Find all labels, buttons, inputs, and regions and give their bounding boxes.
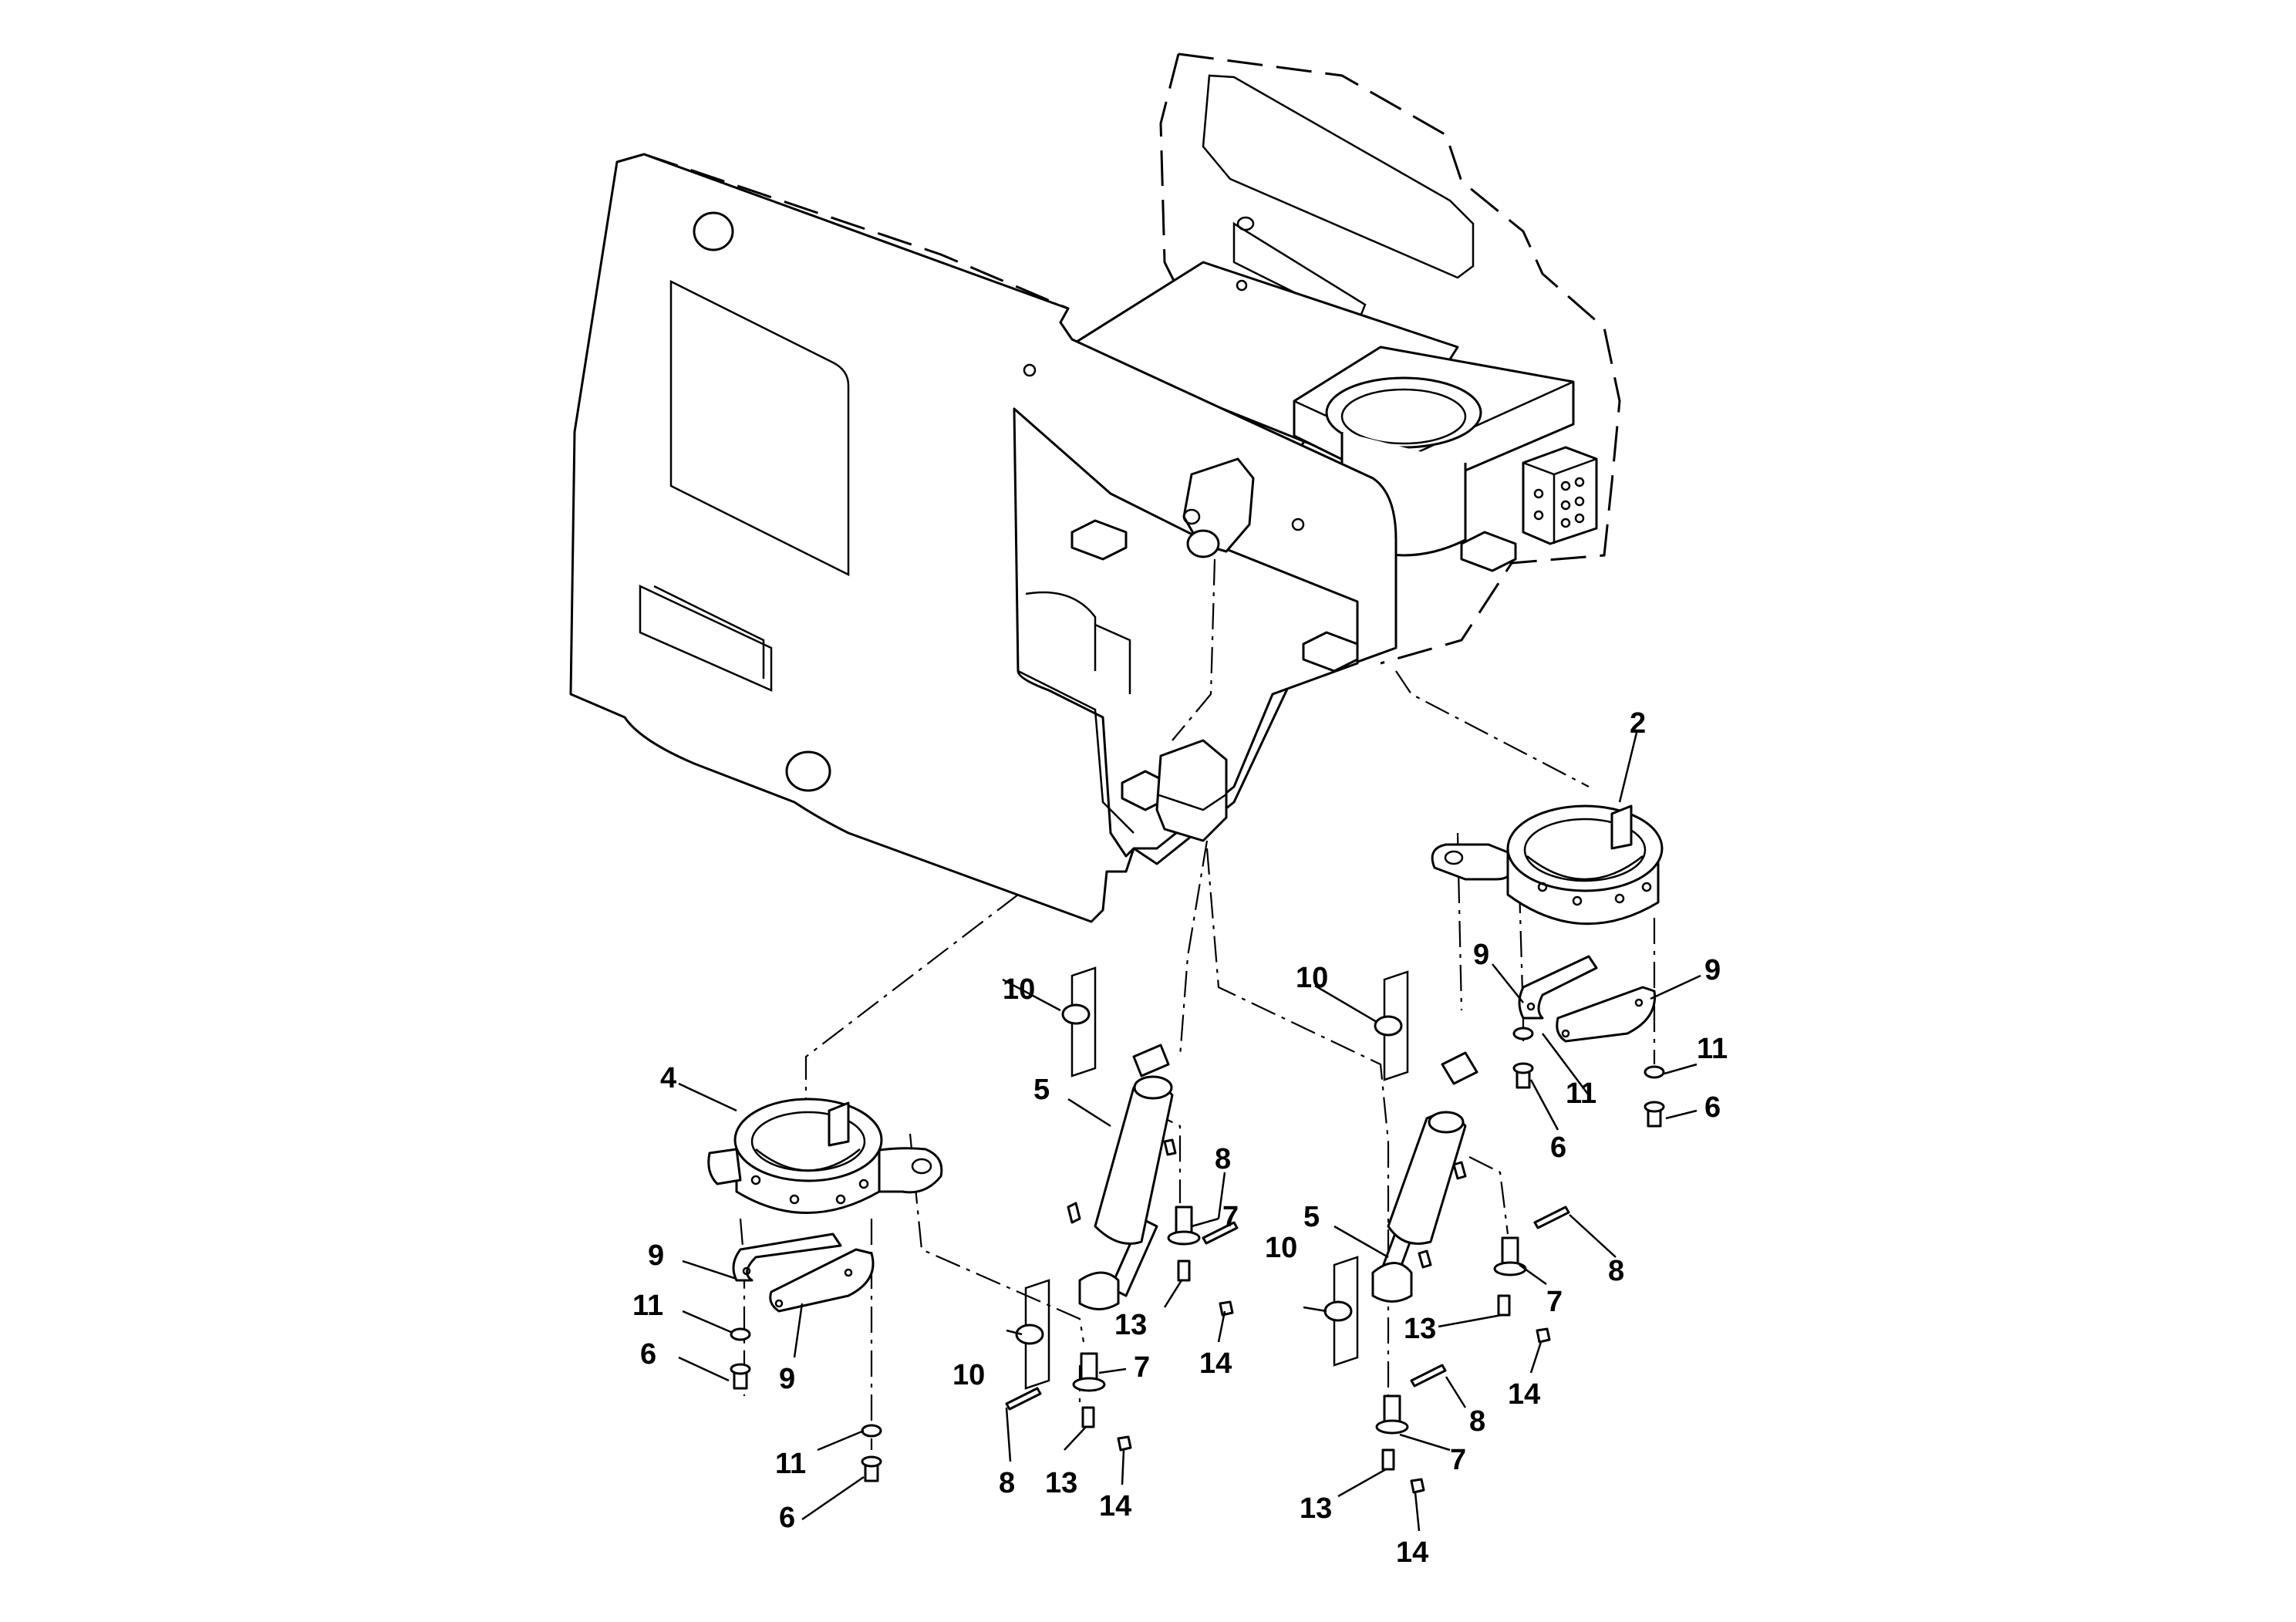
callout-7: 7: [1134, 1351, 1150, 1384]
slew-ring-left: [707, 1098, 943, 1214]
chassis-frame: [569, 52, 1621, 923]
callout-10: 10: [952, 1359, 985, 1391]
roll-pins: [1005, 1206, 1570, 1411]
callout-11: 11: [1697, 1033, 1728, 1065]
callout-6: 6: [1704, 1091, 1721, 1124]
callout-14: 14: [1199, 1347, 1232, 1380]
callout-9: 9: [1704, 954, 1721, 986]
callout-11: 11: [775, 1448, 806, 1480]
callout-11: 11: [632, 1290, 663, 1322]
callout-10: 10: [1265, 1232, 1297, 1264]
shim-plates: [732, 955, 1657, 1313]
callout-14: 14: [1508, 1378, 1540, 1411]
callout-5: 5: [1033, 1074, 1050, 1106]
callout-6: 6: [640, 1338, 656, 1371]
callout-6: 6: [779, 1502, 795, 1534]
callout-8: 8: [1608, 1255, 1624, 1287]
hydraulic-cylinder-right: [1371, 1051, 1478, 1303]
hydraulic-cylinder-left: [1067, 1044, 1177, 1310]
fasteners: [730, 1027, 1665, 1494]
callout-2: 2: [1630, 707, 1646, 740]
callout-8: 8: [1215, 1143, 1231, 1175]
callout-7: 7: [1450, 1444, 1466, 1476]
callout-6: 6: [1550, 1131, 1566, 1164]
callout-5: 5: [1303, 1201, 1320, 1233]
callout-8: 8: [999, 1467, 1015, 1499]
callout-13: 13: [1114, 1309, 1147, 1341]
callout-10: 10: [1296, 962, 1328, 994]
callout-13: 13: [1404, 1313, 1436, 1345]
callout-13: 13: [1045, 1467, 1077, 1499]
callout-4: 4: [660, 1062, 676, 1094]
pivot-pins: [1072, 1206, 1527, 1435]
callout-13: 13: [1300, 1492, 1332, 1525]
bushings: [1015, 966, 1409, 1390]
callout-leaders: [678, 732, 1701, 1532]
callout-11: 11: [1566, 1077, 1596, 1110]
callout-9: 9: [1473, 939, 1489, 971]
callout-14: 14: [1099, 1490, 1131, 1523]
callout-labels: 2 4 5 5 6 6 6 6 7 7 7 7 8 8 8 8 9 9 9 9 …: [632, 707, 1728, 1569]
callout-14: 14: [1396, 1536, 1428, 1569]
callout-9: 9: [779, 1363, 795, 1395]
callout-8: 8: [1469, 1405, 1485, 1438]
callout-7: 7: [1222, 1201, 1239, 1233]
callout-10: 10: [1003, 973, 1035, 1006]
callout-7: 7: [1546, 1286, 1563, 1318]
callout-9: 9: [648, 1239, 664, 1272]
slew-ring-right: [1431, 804, 1664, 926]
